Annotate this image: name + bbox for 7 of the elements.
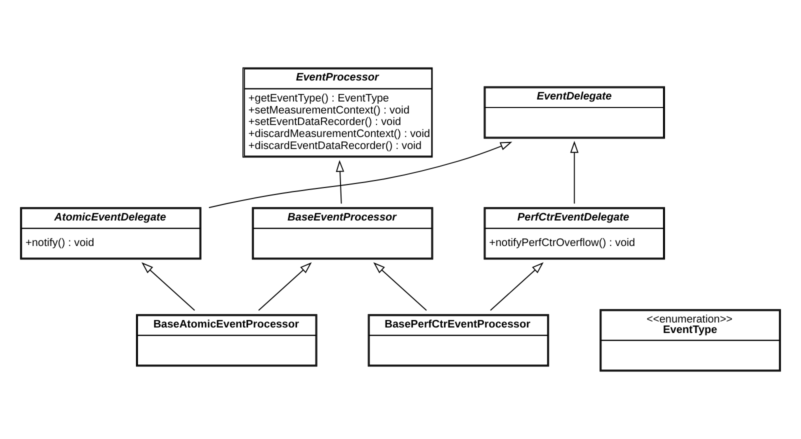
arrow: [336, 160, 344, 204]
arrow: [373, 262, 427, 311]
arrow: [258, 262, 312, 311]
arrow: [208, 142, 512, 208]
arrow: [142, 262, 196, 311]
arrow: [570, 140, 579, 204]
arrow: [490, 262, 544, 311]
